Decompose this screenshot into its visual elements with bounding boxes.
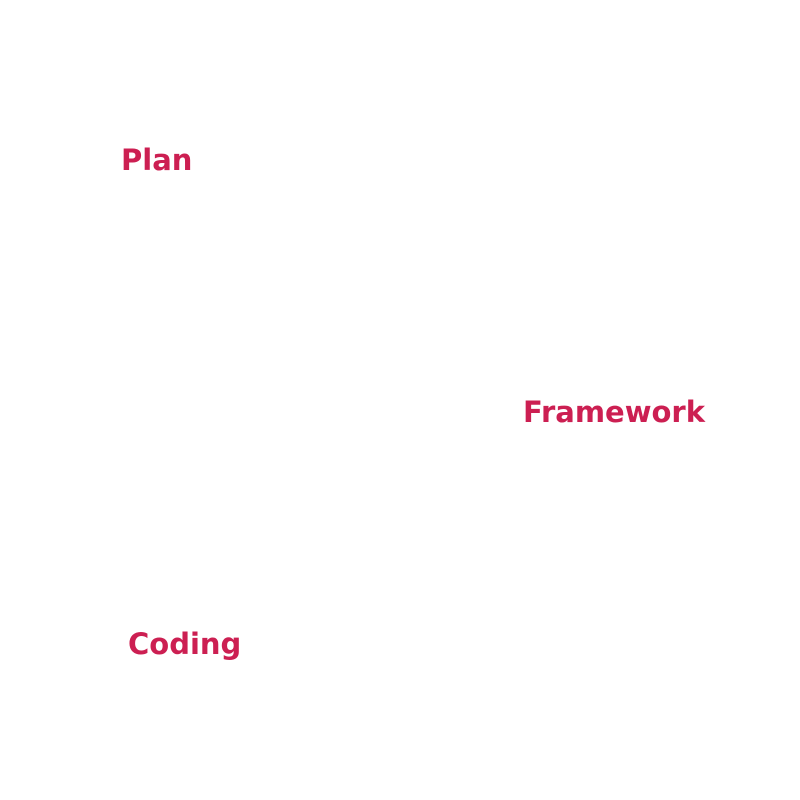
step-label-coding: Coding xyxy=(128,627,242,661)
step-label-framework: Framework xyxy=(523,395,706,429)
step-label-plan: Plan xyxy=(121,143,193,177)
